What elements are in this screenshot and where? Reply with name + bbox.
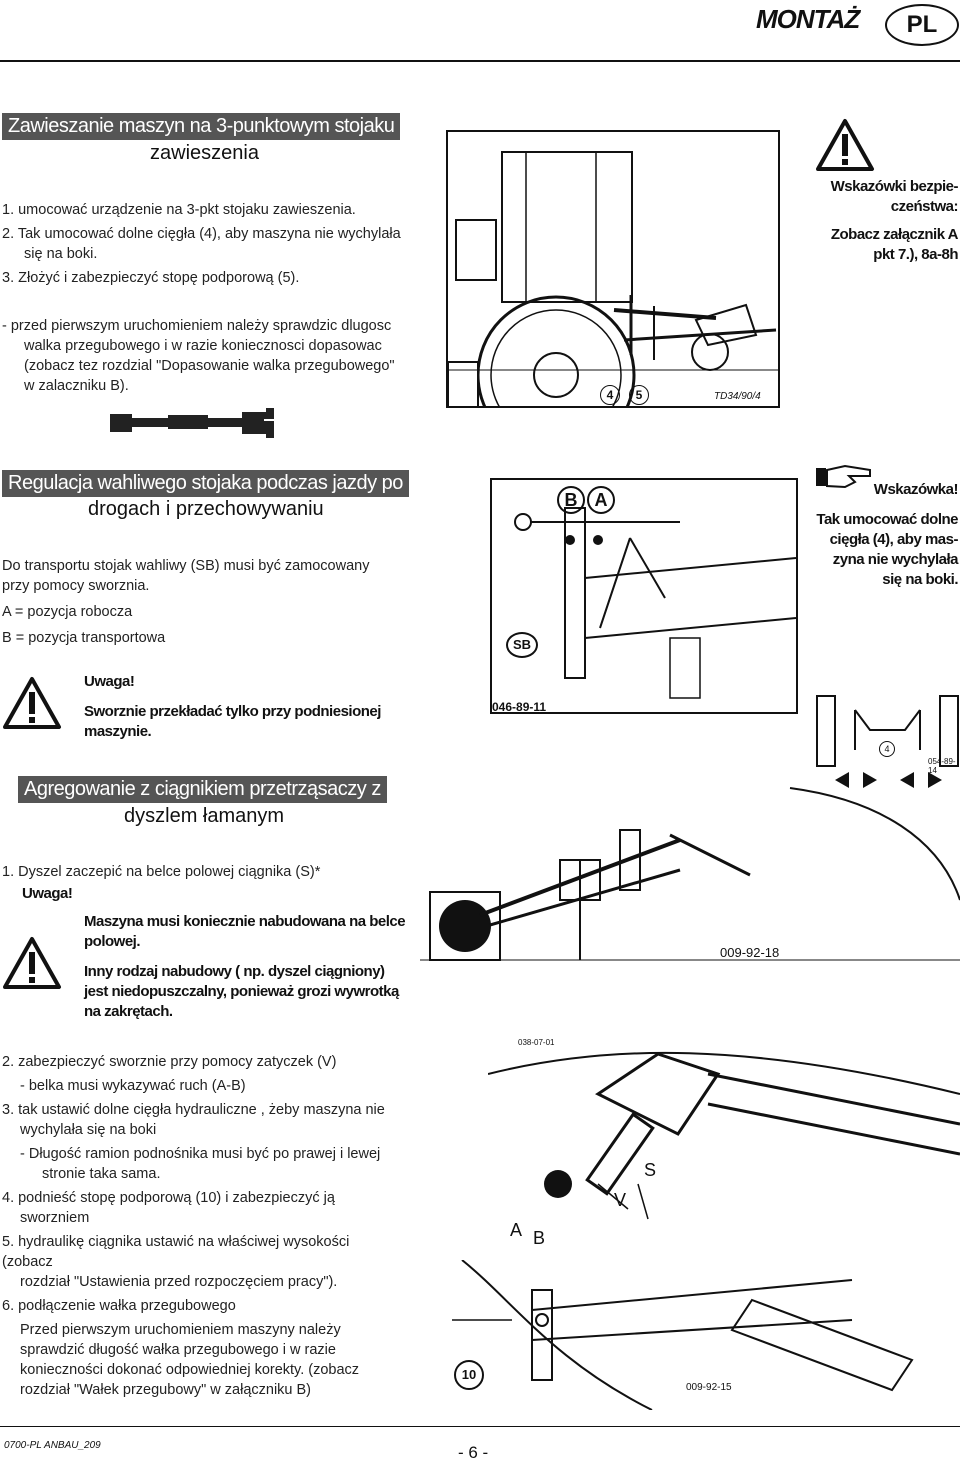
s1-step-2: 2. Tak umocować dolne cięgła (4), aby ma…	[2, 226, 401, 242]
section2-warning: Uwaga! Sworznie przekładać tylko przy po…	[84, 672, 404, 742]
fig3-code: 054-89-14	[928, 757, 956, 775]
fig3-callout-4: 4	[879, 741, 895, 757]
s2-warn-1: Sworznie przekładać tylko przy podniesio…	[84, 703, 381, 720]
section1-title-bar: Zawieszanie maszyn na 3-punktowym stojak…	[2, 113, 401, 140]
warning-triangle-icon	[816, 119, 874, 171]
s2-text-2: przy pomocy sworznia.	[2, 578, 150, 594]
fig5-label-v: V	[614, 1190, 627, 1210]
footer-divider	[0, 1426, 960, 1427]
language-badge: PL	[885, 4, 959, 46]
s3-step-4-cont: sworzniem	[20, 1210, 90, 1226]
s2-pos-b: B = pozycja transportowa	[2, 630, 166, 646]
warning-triangle-icon	[3, 677, 61, 729]
s3-warn-b-1: Inny rodzaj nabudowy ( np. dyszel ciągni…	[84, 963, 385, 980]
hint-title: Wskazówka!	[873, 481, 959, 498]
s1-step-1: 1. umocować urządzenie na 3-pkt stojaku …	[2, 202, 356, 218]
fig4-code: 009-92-18	[720, 945, 780, 960]
section3-steps: 2. zabezpieczyć sworznie przy pomocy zat…	[2, 1052, 402, 1400]
hint-box: Wskazówka! Tak umocować dolne cięgła (4)…	[806, 480, 958, 590]
s3-step-1: 1. Dyszel zaczepić na belce polowej ciąg…	[2, 864, 321, 880]
s1-dash-3: (zobacz tez rozdzial "Dopasowanie walka …	[24, 358, 395, 374]
s3-note-4: rozdział "Wałek przegubowy" w załączniku…	[20, 1382, 312, 1398]
hint-line-2: cięgła (4), aby mas-	[829, 531, 959, 548]
fig6-code: 009-92-15	[686, 1382, 732, 1393]
section2-title-bar: Regulacja wahliwego stojaka podczas jazd…	[2, 470, 409, 497]
safety-line-1: Wskazówki bezpie-	[830, 178, 959, 195]
safety-line-2: czeństwa:	[890, 198, 959, 215]
swing-stand-illustration	[490, 478, 798, 714]
s3-step-5: 5. hydraulikę ciągnika ustawić na właści…	[2, 1234, 350, 1270]
fig2-callout-a: A	[587, 486, 615, 514]
fig2-callout-sb: SB	[506, 632, 538, 658]
fig5-label-a: A	[510, 1220, 523, 1240]
s1-step-3: 3. Złożyć i zabezpieczyć stopę podporową…	[2, 270, 300, 286]
s3-warn-b-2: jest niedopuszczalny, ponieważ grozi wyw…	[84, 983, 399, 1000]
s2-pos-a: A = pozycja robocza	[2, 604, 133, 620]
s3-step-4: 4. podnieść stopę podporową (10) i zabez…	[2, 1190, 335, 1206]
fig2-callout-b: B	[557, 486, 585, 514]
drawbar-pin-illustration	[488, 1051, 960, 1220]
section3-title-bar: Agregowanie z ciągnikiem przetrząsaczy z	[18, 776, 387, 803]
s3-step-3-sub-2: stronie taka sama.	[42, 1166, 161, 1182]
warning-triangle-icon	[3, 937, 61, 989]
s2-uwaga: Uwaga!	[84, 673, 135, 690]
page-number: - 6 -	[458, 1443, 489, 1462]
s3-uwaga: Uwaga!	[22, 885, 73, 902]
hitch-machine-illustration	[420, 787, 960, 961]
hint-line-3: zyna nie wychylała	[832, 551, 959, 568]
fig1-code: TD34/90/4	[714, 391, 761, 402]
s3-step-6: 6. podłączenie wałka przegubowego	[2, 1298, 236, 1314]
safety-line-4: pkt 7.), 8a-8h	[873, 246, 958, 263]
s3-step-3-cont: wychylała się na boki	[20, 1122, 157, 1138]
safety-hint-box: Wskazówki bezpie- czeństwa: Zobacz załąc…	[800, 177, 959, 265]
header-divider	[0, 60, 960, 62]
fig5-label-b: B	[533, 1228, 546, 1248]
section2-text: Do transportu stojak wahliwy (SB) musi b…	[2, 556, 402, 648]
section1-steps: 1. umocować urządzenie na 3-pkt stojaku …	[2, 200, 401, 288]
s2-warn-2: maszynie.	[84, 723, 152, 740]
hint-line-1: Tak umocować dolne	[816, 511, 958, 528]
s3-note-3: konieczności dokonać odpowiedniej korekt…	[20, 1362, 360, 1378]
pointing-hand-icon	[816, 464, 871, 489]
section2-subtitle: drogach i przechowywaniu	[88, 498, 324, 520]
safety-line-3: Zobacz załącznik A	[830, 226, 959, 243]
fig5-label-s: S	[644, 1160, 657, 1180]
s3-step-3: 3. tak ustawić dolne cięgła hydrauliczne…	[2, 1102, 385, 1118]
fig1-callout-5: 5	[629, 385, 649, 405]
s1-dash-1: - przed pierwszym uruchomieniem należy s…	[2, 318, 392, 334]
footer-doc-code: 0700-PL ANBAU_209	[4, 1440, 101, 1451]
s1-step-2-cont: się na boki.	[24, 246, 98, 262]
s3-step-2-sub: - belka musi wykazywać ruch (A-B)	[20, 1078, 246, 1094]
s3-warn-b-3: na zakrętach.	[84, 1003, 173, 1020]
header-title: MONTAŻ	[756, 4, 860, 34]
fig1-callout-4: 4	[600, 385, 620, 405]
fig2-code: 046-89-11	[492, 700, 547, 714]
fig6-callout-10: 10	[454, 1360, 484, 1390]
hint-line-4: się na boki.	[882, 571, 958, 588]
section3-subtitle: dyszlem łamanym	[124, 805, 285, 827]
fig5-code: 038-07-01	[518, 1038, 555, 1047]
support-stand-illustration	[452, 1260, 914, 1410]
s1-dash-4: w zalaczniku B).	[24, 378, 129, 394]
s1-dash-2: walka przegubowego i w razie koniecznosc…	[24, 338, 382, 354]
s3-warn-a-2: polowej.	[84, 933, 141, 950]
section1-subtitle: zawieszenia	[150, 142, 259, 164]
pto-shaft-icon	[110, 408, 274, 438]
lower-links-illustration	[816, 695, 959, 788]
s3-warn-a-1: Maszyna musi koniecznie nabudowana na be…	[84, 913, 406, 930]
section1-note: - przed pierwszym uruchomieniem należy s…	[2, 316, 395, 396]
s3-note-2: sprawdzić długość wałka przegubowego i w…	[20, 1342, 336, 1358]
s3-step-5-cont: rozdział "Ustawienia przed rozpoczęciem …	[20, 1274, 338, 1290]
tractor-3point-illustration	[446, 130, 780, 408]
s3-note-1: Przed pierwszym uruchomieniem maszyny na…	[20, 1322, 341, 1338]
s3-warning-a: Maszyna musi koniecznie nabudowana na be…	[84, 912, 414, 952]
s3-step-3-sub-1: - Długość ramion podnośnika musi być po …	[20, 1146, 381, 1162]
s2-text-1: Do transportu stojak wahliwy (SB) musi b…	[2, 558, 370, 574]
s3-warning-b: Inny rodzaj nabudowy ( np. dyszel ciągni…	[84, 962, 414, 1022]
s3-step-2: 2. zabezpieczyć sworznie przy pomocy zat…	[2, 1054, 337, 1070]
